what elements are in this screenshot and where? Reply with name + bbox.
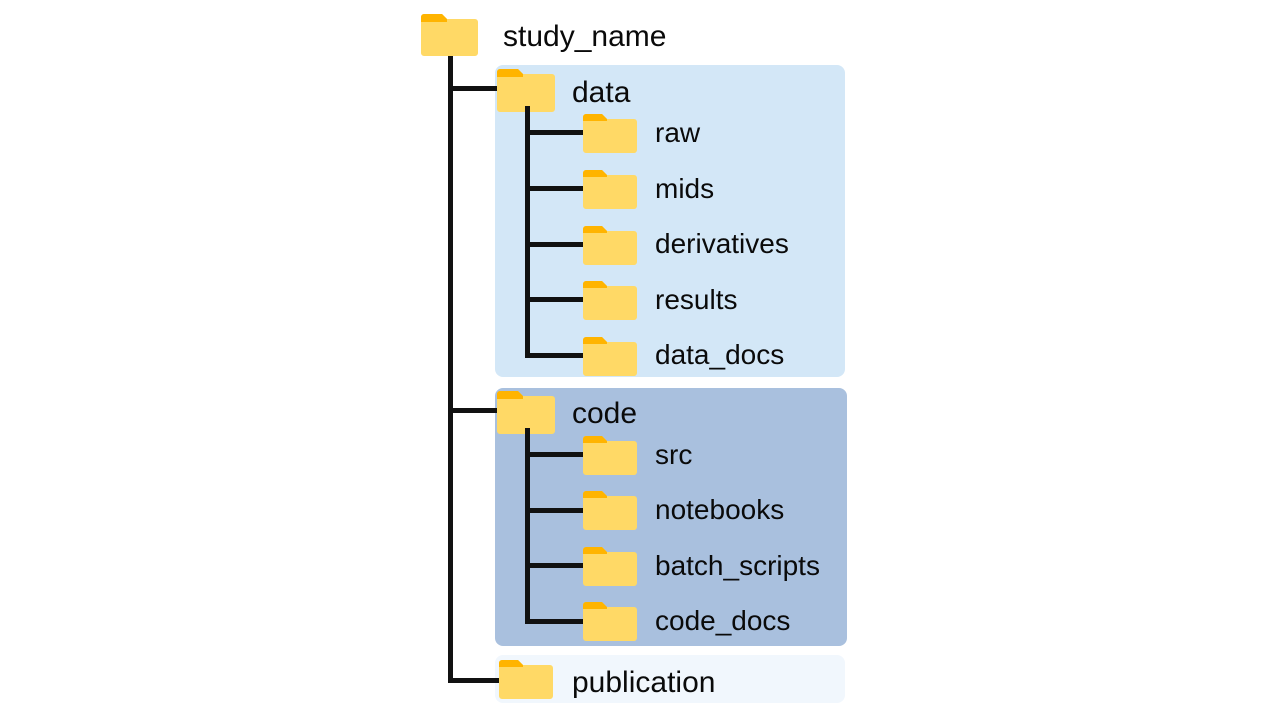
- connector-code-to-batch_scripts: [525, 563, 585, 568]
- folder-icon[interactable]: [583, 335, 637, 376]
- trunk-line-data: [525, 106, 530, 356]
- trunk-line-root: [448, 48, 453, 681]
- node-label-src: src: [655, 439, 693, 470]
- node-label-mids: mids: [655, 173, 715, 204]
- node-label-results: results: [655, 284, 738, 315]
- connector-data-to-derivatives: [525, 242, 585, 247]
- connector-root-to-code: [448, 408, 500, 413]
- node-label-study-name: study_name: [503, 20, 667, 53]
- folder-icon[interactable]: [583, 224, 637, 265]
- node-label-derivatives: derivatives: [655, 228, 789, 259]
- folder-icon[interactable]: [583, 279, 637, 320]
- connector-data-to-data_docs: [525, 353, 585, 358]
- group-panel-data: [495, 65, 845, 377]
- connector-data-to-mids: [525, 186, 585, 191]
- node-label-raw: raw: [655, 117, 701, 148]
- node-label-data_docs: data_docs: [655, 339, 785, 370]
- node-label-batch_scripts: batch_scripts: [655, 550, 820, 581]
- connector-code-to-notebooks: [525, 508, 585, 513]
- connector-code-to-code_docs: [525, 619, 585, 624]
- folder-icon[interactable]: [583, 112, 637, 153]
- folder-icon[interactable]: [583, 489, 637, 530]
- connector-root-to-publication: [448, 678, 500, 683]
- connector-data-to-raw: [525, 130, 585, 135]
- folder-icon[interactable]: [421, 11, 478, 56]
- folder-icon[interactable]: [499, 658, 553, 699]
- folder-icon[interactable]: [583, 545, 637, 586]
- connector-code-to-src: [525, 452, 585, 457]
- folder-icon[interactable]: [497, 66, 555, 112]
- connector-data-to-results: [525, 297, 585, 302]
- folder-icon[interactable]: [583, 600, 637, 641]
- folder-icon[interactable]: [583, 434, 637, 475]
- node-label-data: data: [572, 76, 631, 109]
- connector-root-to-data: [448, 86, 500, 91]
- folder-icon[interactable]: [583, 168, 637, 209]
- node-label-publication: publication: [572, 666, 716, 699]
- node-label-code_docs: code_docs: [655, 605, 791, 636]
- node-label-code: code: [572, 397, 638, 430]
- trunk-line-code: [525, 428, 530, 622]
- node-label-notebooks: notebooks: [655, 494, 785, 525]
- folder-icon[interactable]: [497, 388, 555, 434]
- group-panel-publication: [495, 655, 845, 703]
